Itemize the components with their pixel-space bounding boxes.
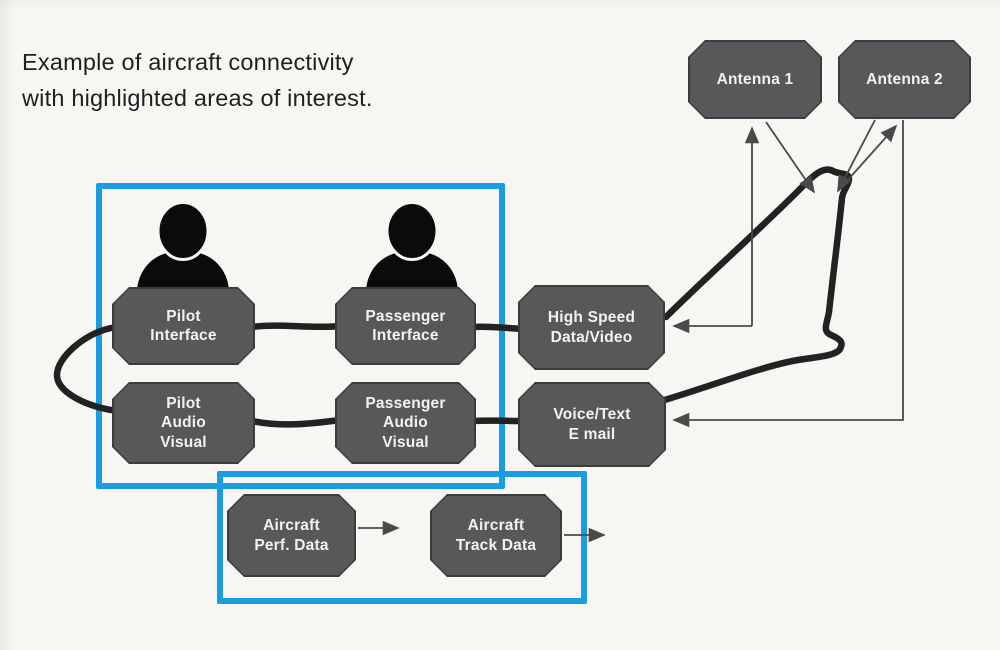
node-label: Visual [160, 433, 207, 451]
fuselage-link-passenger-highspeed [469, 323, 526, 333]
pilot-head [156, 201, 210, 261]
node-label: Track Data [455, 536, 537, 554]
node-label: Passenger [365, 394, 446, 412]
aircraft-nose-outline [53, 324, 115, 414]
node-label: Perf. Data [254, 536, 329, 554]
node-label: Data/Video [550, 328, 633, 346]
highlight-area-cabin-systems [96, 183, 505, 489]
node-passenger-interface: Passenger Interface [335, 287, 476, 365]
node-label: Interface [150, 327, 217, 344]
node-label: Pilot [166, 394, 201, 412]
node-label: Antenna 2 [866, 70, 943, 88]
node-label: E mail [568, 425, 616, 443]
diagram-title: Example of aircraft connectivity with hi… [22, 44, 373, 116]
node-label: Antenna 1 [716, 70, 794, 88]
signal-arrows [358, 119, 904, 543]
node-label: Passenger [365, 307, 446, 325]
node-antenna-2: Antenna 2 [838, 40, 971, 119]
node-high-speed-data-video: High Speed Data/Video [518, 285, 665, 370]
arrow-tail-to-antenna2 [845, 124, 898, 183]
node-antenna-1: Antenna 1 [688, 40, 822, 119]
node-pilot-audio-visual: Pilot Audio Visual [112, 382, 255, 464]
arrow-antenna2-to-voice-text [672, 120, 904, 428]
passenger-icon [366, 201, 458, 291]
fuselage-link-pilot-passenger-top [248, 322, 344, 331]
node-label: Voice/Text [553, 406, 631, 423]
title-line-2: with highlighted areas of interest. [22, 85, 373, 111]
node-label: Visual [382, 433, 429, 451]
node-label: Audio [161, 414, 206, 432]
passenger-head [385, 201, 439, 261]
node-label: Aircraft [263, 517, 320, 534]
node-pilot-interface: Pilot Interface [112, 287, 255, 365]
node-label: Pilot [166, 307, 201, 325]
node-label: Interface [372, 327, 439, 344]
node-voice-text-email: Voice/Text E mail [518, 382, 666, 467]
arrow-antenna1-to-tail [765, 121, 816, 194]
pilot-shoulders [137, 251, 229, 291]
fuselage-link-pilot-passenger-bottom [248, 416, 344, 428]
aircraft-tail-outline [657, 166, 853, 405]
node-aircraft-track-data: Aircraft Track Data [430, 494, 562, 577]
node-passenger-audio-visual: Passenger Audio Visual [335, 382, 476, 464]
node-aircraft-perf-data: Aircraft Perf. Data [227, 494, 356, 577]
pilot-icon [137, 201, 229, 291]
node-label: Audio [383, 414, 428, 432]
highlight-area-aircraft-data [217, 471, 587, 604]
node-label: Aircraft [467, 517, 525, 534]
node-label: High Speed [547, 309, 636, 326]
title-line-1: Example of aircraft connectivity [22, 49, 354, 75]
passenger-shoulders [366, 251, 458, 291]
arrow-antenna2-to-tail [837, 119, 876, 193]
